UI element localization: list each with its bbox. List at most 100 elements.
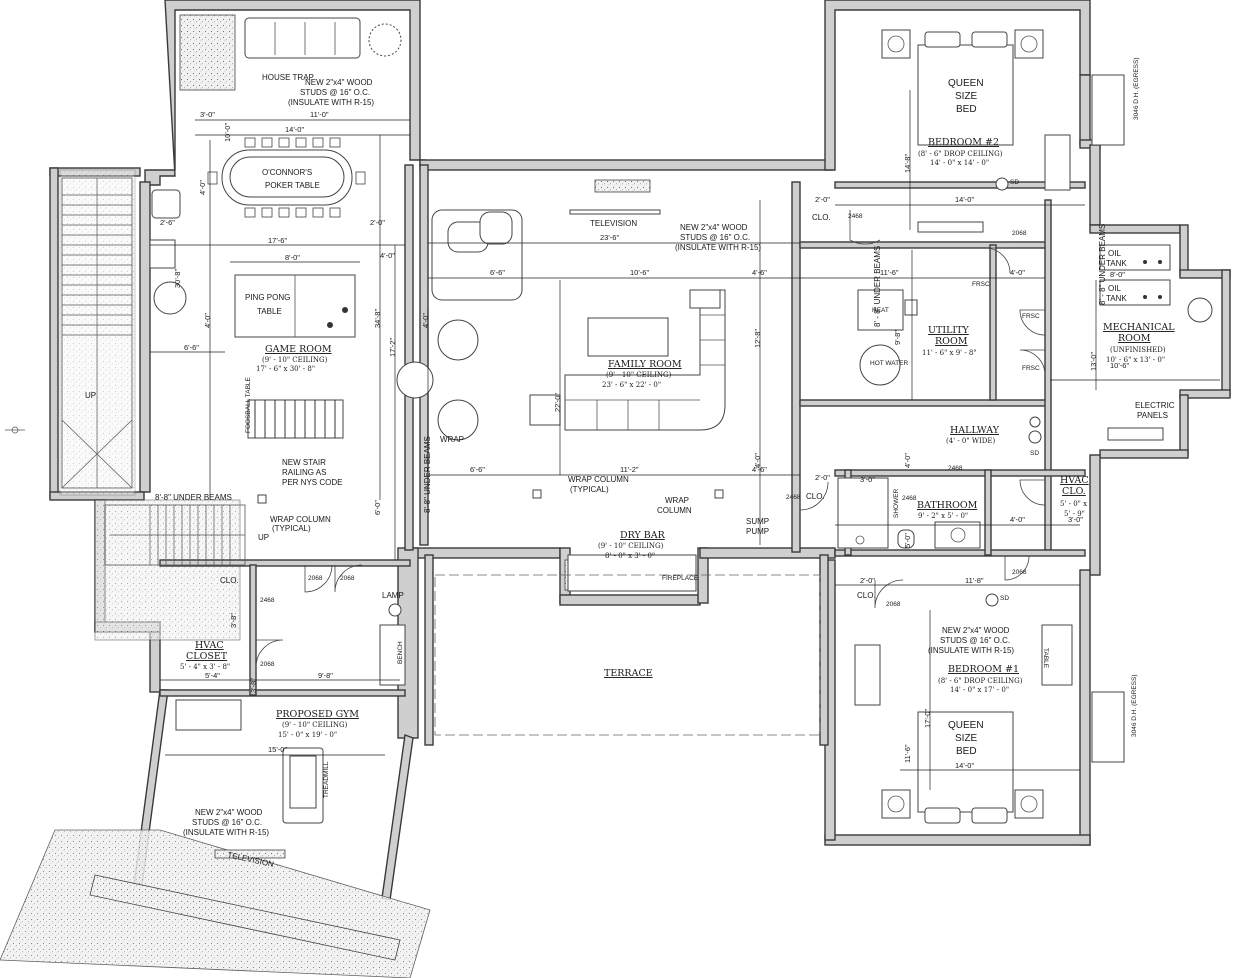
- bedroom-1: QUEEN SIZE BED BEDROOM #1 (8' - 6" DROP …: [854, 591, 1138, 824]
- north-marker: [5, 426, 25, 434]
- family-room-furniture: TELEVISION: [257, 179, 726, 592]
- electric-2: PANELS: [1137, 411, 1168, 420]
- mechanical-name-2: ROOM: [1118, 333, 1151, 344]
- bedroom1-name: BEDROOM #1: [948, 664, 1019, 675]
- dim-41: 30'-8": [173, 269, 182, 288]
- oil-tank-2a: OIL: [1108, 284, 1121, 293]
- door-2468-d: 2468: [948, 465, 963, 472]
- bathroom-name: BATHROOM: [917, 500, 978, 511]
- game-room-labels: GAME ROOM (9' - 10" CEILING) 17' - 6" x …: [155, 73, 374, 533]
- ping-pong-label-2: TABLE: [257, 307, 282, 316]
- dim-27: 17'-0": [923, 709, 932, 728]
- hallway-area: HALLWAY (4' - 0" WIDE) SD HVAC CLO. 5' -…: [946, 416, 1089, 518]
- hvac-clo-name: HVAC: [1060, 475, 1089, 486]
- dim-4: 17'-6": [268, 236, 287, 245]
- clo-bath: CLO.: [806, 492, 825, 501]
- sd-bed2: SD: [1010, 179, 1019, 186]
- studs-note-c-2: STUDS @ 16" O.C.: [940, 636, 1010, 645]
- bedroom1-size: 14' - 0" x 17' - 0": [950, 686, 1009, 694]
- hvac-closet-name-2: CLOSET: [186, 651, 228, 662]
- dim-8: 34'-8": [373, 309, 382, 328]
- fireplace-label: FIREPLACE: [662, 575, 699, 582]
- queen-1-3: BED: [956, 746, 977, 757]
- dim-23: 10'-6": [1110, 361, 1129, 370]
- hvac-clo-size-2: 5' - 9": [1064, 510, 1085, 518]
- door-2468-c: 2468: [786, 494, 801, 501]
- door-2068-c: 2068: [340, 575, 355, 582]
- bedroom2-ceiling: (8' - 6" DROP CEILING): [918, 150, 1003, 158]
- studs-note-a-2: STUDS @ 16" O.C.: [300, 88, 370, 97]
- dry-bar-size: 8' - 0" x 3' - 0": [605, 552, 655, 560]
- queen-1-2: SIZE: [955, 733, 978, 744]
- dim-11: 10'-6": [630, 268, 649, 277]
- dim-44: 6'-0": [373, 500, 382, 515]
- sd-bed1: SD: [1000, 595, 1009, 602]
- dim-42: 4'-0": [753, 453, 762, 468]
- mechanical-name: MECHANICAL: [1103, 322, 1175, 333]
- utility-size: 11' - 6" x 9' - 8": [922, 349, 977, 357]
- frsc-1: FRSC: [972, 281, 990, 288]
- interior-walls: [159, 164, 1086, 697]
- stair-up-label: UP: [85, 391, 96, 400]
- queen-2-2: SIZE: [955, 91, 978, 102]
- dim-7: 6'-6": [184, 343, 199, 352]
- hvac-closet-size: 5' - 4" x 3' - 8": [180, 663, 230, 671]
- dim-20: 4'-0": [1010, 268, 1025, 277]
- dim-9: 17'-2": [388, 338, 397, 357]
- dimension-labels: 3'-0" 11'-0" 14'-0" 17'-6" 8'-0" 4'-0" 6…: [160, 110, 1129, 770]
- studs-note-c-1: NEW 2"x4" WOOD: [942, 626, 1010, 635]
- wrap-col-6: COLUMN: [657, 506, 692, 515]
- egress-1: 3046 D.H. (EGRESS): [1131, 675, 1138, 738]
- family-room-size: 23' - 6" x 22' - 0": [602, 381, 661, 389]
- dim-40: 4'-0": [421, 313, 430, 328]
- tv-label-family: TELEVISION: [590, 219, 637, 228]
- door-2068-f: 2068: [1012, 569, 1027, 576]
- dim-14: 12'-8": [753, 329, 762, 348]
- wrap-col-4: (TYPICAL): [570, 485, 609, 494]
- dim-51: 10'-0": [223, 123, 232, 142]
- stairs-left: UP: [61, 177, 133, 489]
- dim-10: 23'-6": [600, 233, 619, 242]
- family-room-ceiling: (9' - 10" CEILING): [606, 371, 672, 379]
- dim-36: 2'-0": [860, 576, 875, 585]
- dim-30: 9'-8": [318, 671, 333, 680]
- wrap-col-1: WRAP COLUMN: [270, 515, 331, 524]
- hvac-clo-size-1: 5' - 0" x: [1060, 500, 1087, 508]
- bedroom1-ceiling: (8' - 6" DROP CEILING): [938, 677, 1023, 685]
- door-2468-a: 2468: [848, 213, 863, 220]
- dim-33: 3'-0": [1068, 515, 1083, 524]
- dim-45: 3'-8": [229, 613, 238, 628]
- dimension-lines: [150, 90, 1220, 790]
- dim-25: 8'-0": [1110, 270, 1125, 279]
- clo-bed1: CLO.: [857, 591, 876, 600]
- door-2068-b: 2068: [308, 575, 323, 582]
- studs-note-a-3: (INSULATE WITH R-15): [288, 98, 374, 107]
- dim-37: 2'-6": [160, 218, 175, 227]
- poker-table-label-2: POKER TABLE: [265, 181, 320, 190]
- studs-note-a-1: NEW 2"x4" WOOD: [305, 78, 373, 87]
- dim-12: 6'-6": [490, 268, 505, 277]
- gym-size: 15' - 0" x 19' - 0": [278, 731, 337, 739]
- bedroom-2: QUEEN SIZE BED BEDROOM #2 (8' - 6" DROP …: [812, 29, 1140, 233]
- sd-hall: SD: [1030, 450, 1039, 457]
- family-room-labels: FAMILY ROOM (9' - 10" CEILING) 23' - 6" …: [423, 223, 769, 582]
- door-2068-d: 2068: [260, 661, 275, 668]
- dim-28: 14'-0": [955, 761, 974, 770]
- utility-area: HEAT HOT WATER UTILITY ROOM 11' - 6" x 9…: [857, 246, 977, 386]
- dim-16: 11'-2": [620, 465, 639, 474]
- door-2068-e: 2068: [886, 601, 901, 608]
- stairs-bottom: UP: [104, 504, 269, 566]
- stair-up-label-2: UP: [258, 533, 269, 542]
- dim-6: 4'-0": [380, 251, 395, 260]
- studs-note-d-3: (INSULATE WITH R-15): [183, 828, 269, 837]
- dim-5: 8'-0": [285, 253, 300, 262]
- heat-label: HEAT: [872, 307, 889, 314]
- dim-22: 14'-8": [903, 154, 912, 173]
- door-2468-b: 2468: [260, 597, 275, 604]
- studs-note-b-2: STUDS @ 16" O.C.: [680, 233, 750, 242]
- terrace: TERRACE: [434, 574, 821, 736]
- egress-2: 3046 D.H. (EGRESS): [1133, 58, 1140, 121]
- game-room-furniture: O'CONNOR'S POKER TABLE PING PONG TABLE F…: [149, 17, 434, 439]
- ping-pong-label-1: PING PONG: [245, 293, 290, 302]
